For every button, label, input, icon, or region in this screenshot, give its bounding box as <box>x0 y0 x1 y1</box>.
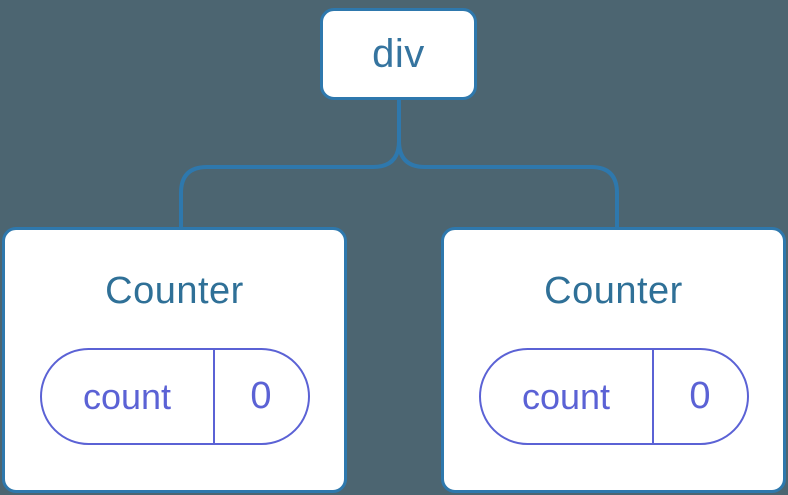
state-value: 0 <box>689 375 711 417</box>
div-node-label: div <box>372 31 425 76</box>
counter-title: Counter <box>544 270 683 312</box>
connector-left-branch <box>179 100 401 229</box>
counter-title: Counter <box>105 270 244 312</box>
counter-card-left: Counter count 0 <box>2 227 347 493</box>
state-pill: count 0 <box>478 348 749 445</box>
state-key-label: count <box>42 350 215 443</box>
counter-card-right: Counter count 0 <box>441 227 786 493</box>
div-node: div <box>320 8 477 100</box>
state-pill: count 0 <box>39 348 310 445</box>
state-value: 0 <box>250 375 272 417</box>
connector-right-branch <box>397 100 619 229</box>
state-key-label: count <box>481 350 654 443</box>
